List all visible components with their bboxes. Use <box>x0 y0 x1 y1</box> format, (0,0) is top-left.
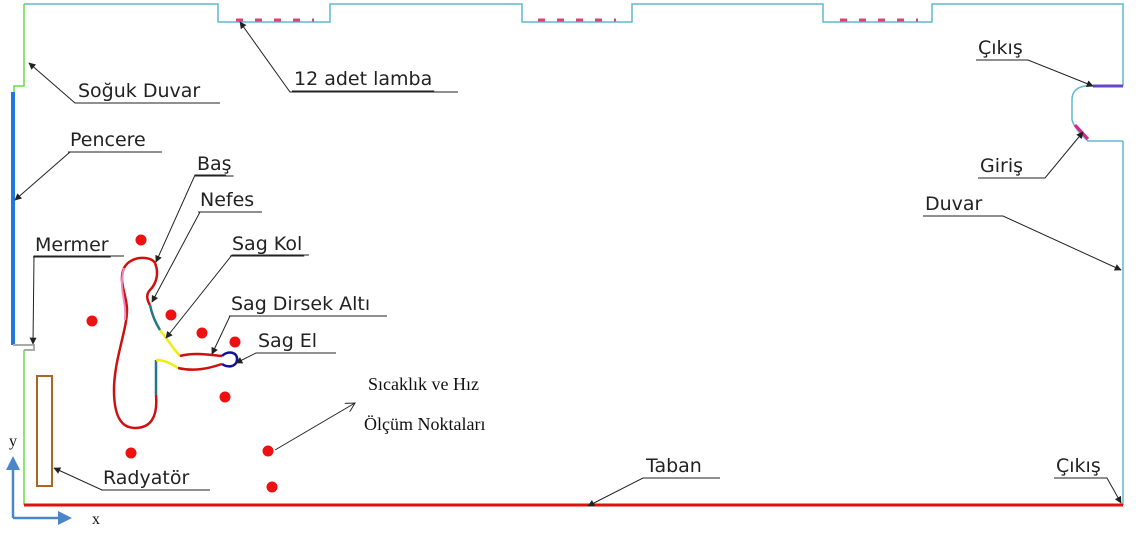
measurement-point <box>262 445 274 457</box>
leader-cikis-bottom <box>1055 477 1122 504</box>
outlet-inlet-box <box>1071 85 1123 142</box>
leader-giris <box>1025 131 1084 179</box>
measurement-point <box>229 336 241 348</box>
measurement-arrow <box>274 403 355 451</box>
leader-cikis-top <box>980 59 1094 87</box>
leader-bas <box>155 174 226 263</box>
leader-mermer <box>29 255 124 345</box>
measurement-point <box>219 391 231 403</box>
label-sag-dirsek-alti: Sag Dirsek Altı <box>231 293 370 315</box>
label-pencere: Pencere <box>70 129 146 151</box>
inlet-segment <box>1073 123 1090 141</box>
label-sag-kol: Sag Kol <box>232 233 302 255</box>
right-forearm <box>177 352 223 371</box>
measurement-label-line1: Sıcaklık ve Hız <box>368 374 479 394</box>
room-wall <box>24 3 1124 505</box>
leader-lamba <box>239 21 458 93</box>
measurement-label-line2: Ölçüm Noktaları <box>364 414 485 434</box>
label-cikis-bottom: Çıkış <box>1056 455 1101 477</box>
measurement-point <box>135 234 147 246</box>
right-arm <box>155 329 181 370</box>
human-figure <box>112 256 239 430</box>
leader-nefes <box>151 211 262 303</box>
label-nefes: Nefes <box>200 189 254 211</box>
label-taban: Taban <box>645 455 702 477</box>
measurement-point <box>196 327 208 339</box>
measurement-point <box>165 309 177 321</box>
leader-duvar <box>923 215 1122 271</box>
label-mermer: Mermer <box>35 234 109 256</box>
measurement-point <box>266 481 278 493</box>
leader-pencere <box>14 151 162 201</box>
leader-sag-kol <box>165 254 309 339</box>
axis-indicator: y x <box>6 433 100 528</box>
measurement-point <box>125 447 137 459</box>
breath <box>148 304 162 331</box>
labels: 12 adet lamba Soğuk Duvar Pencere Baş Ne… <box>33 37 1103 491</box>
label-radyator: Radyatör <box>103 467 189 489</box>
x-axis-label: x <box>92 511 100 528</box>
leader-sag-el <box>235 352 336 364</box>
x-axis-arrowhead-icon <box>58 511 72 525</box>
leader-taban <box>587 477 720 507</box>
label-soguk-duvar: Soğuk Duvar <box>78 80 200 102</box>
measurement-points <box>86 234 278 493</box>
label-giris: Giriş <box>980 155 1023 177</box>
label-lamba: 12 adet lamba <box>294 68 432 90</box>
label-sag-el: Sag El <box>258 330 317 352</box>
head-front <box>146 262 159 306</box>
label-cikis-top: Çıkış <box>978 37 1023 59</box>
label-duvar: Duvar <box>925 193 983 215</box>
marble <box>13 344 35 351</box>
torso-front <box>120 267 127 321</box>
head-body-back <box>112 256 158 430</box>
y-axis-label: y <box>9 433 17 450</box>
cold-wall <box>13 4 25 92</box>
right-hand <box>221 351 239 368</box>
radiator <box>36 375 53 487</box>
y-axis-arrowhead-icon <box>6 456 20 470</box>
label-bas: Baş <box>197 153 232 175</box>
measurement-point <box>86 315 98 327</box>
